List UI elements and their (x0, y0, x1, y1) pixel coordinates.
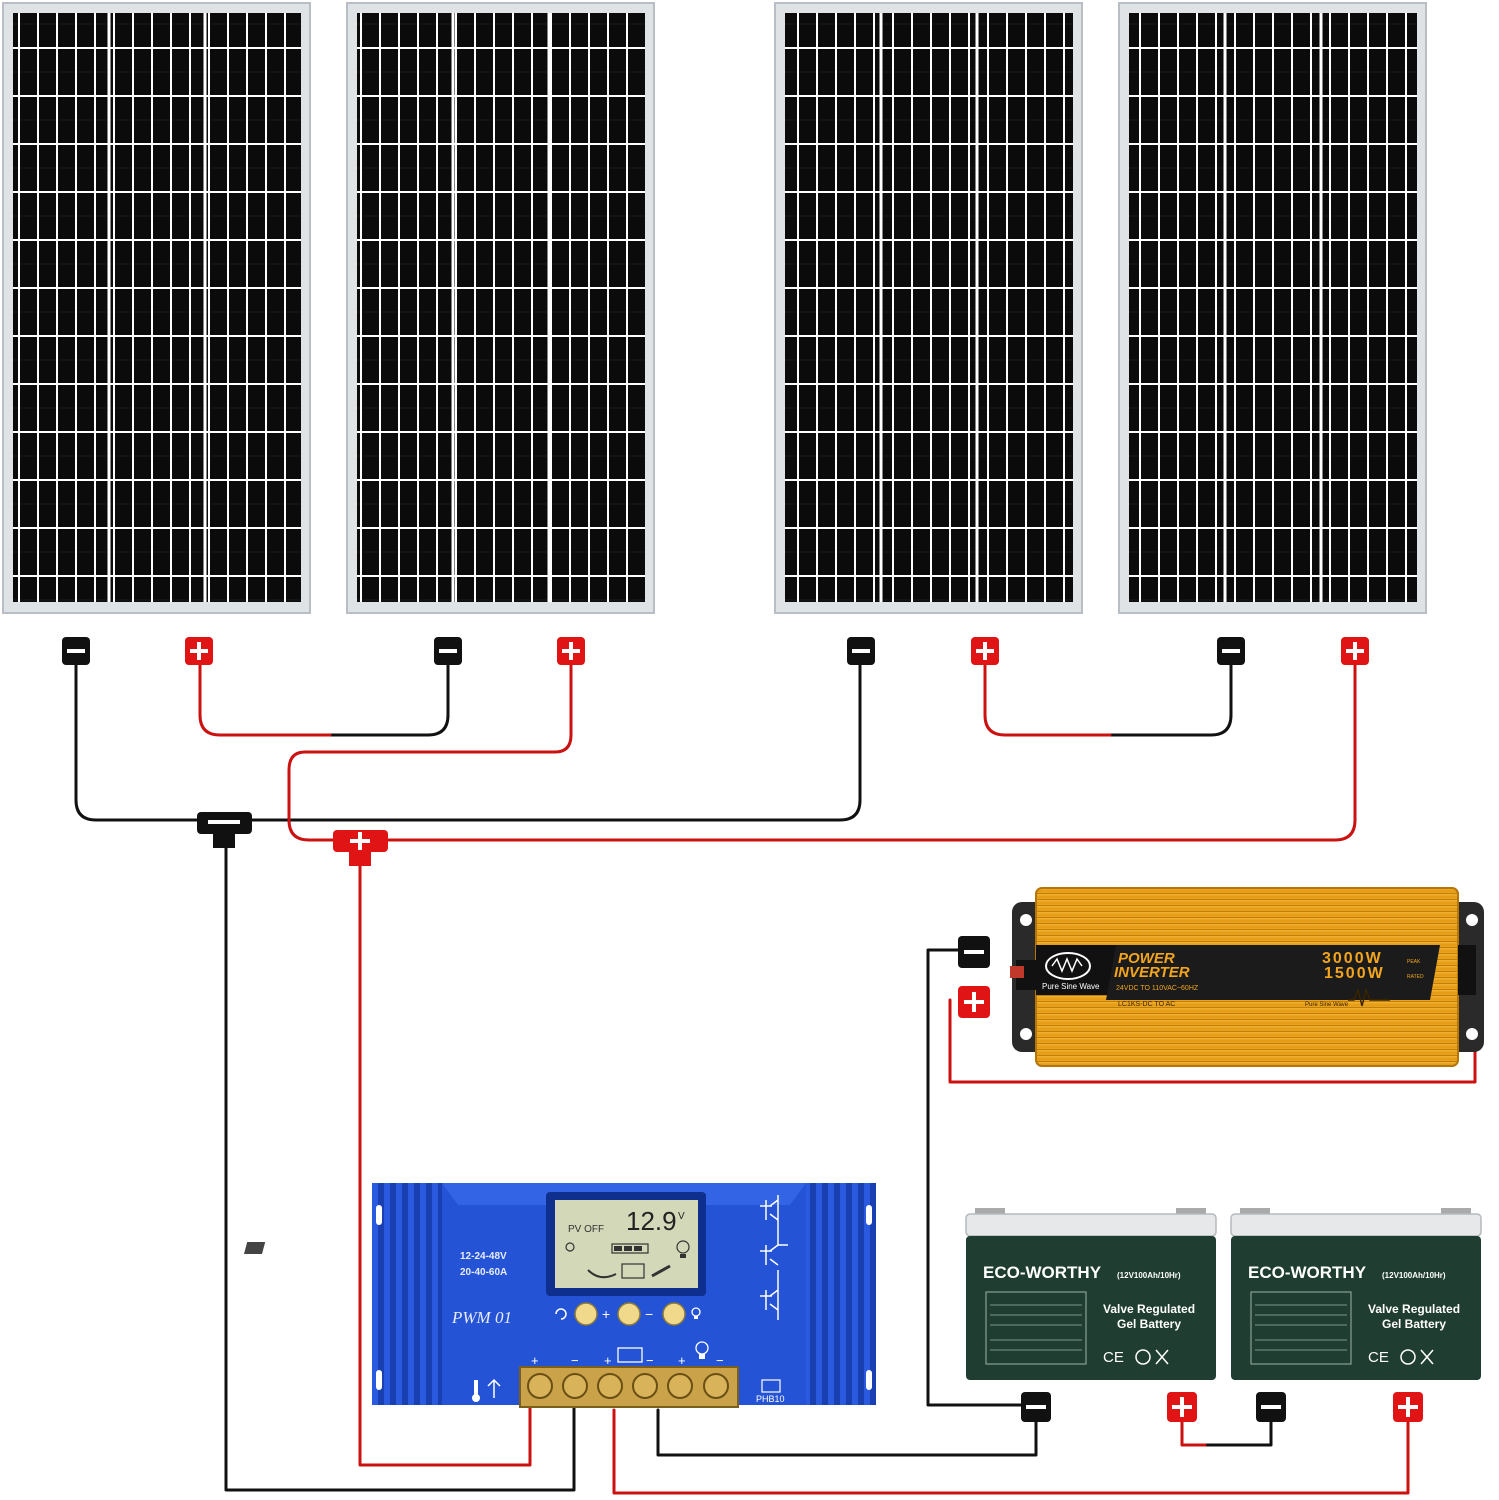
plus-icon (958, 986, 990, 1018)
no-disposal-icon (1155, 1349, 1169, 1365)
inverter-spec-line: 24VDC TO 110VAC~60HZ (1116, 985, 1199, 992)
charge-flow-icon (587, 1263, 671, 1279)
ce-mark-icon: CE (1103, 1349, 1124, 1366)
plus-icon: + (604, 1353, 612, 1368)
display-status: PV OFF (568, 1224, 604, 1235)
usb-icon (487, 1378, 501, 1398)
minus-icon (62, 637, 90, 665)
battery-spec: (12V100Ah/10Hr) (1117, 1271, 1181, 1280)
battery-brand: ECO-WORTHY (983, 1263, 1102, 1282)
minus-icon: − (571, 1353, 579, 1368)
controller-button-3[interactable] (662, 1302, 686, 1326)
minus-icon (1217, 637, 1245, 665)
display-unit: V (678, 1211, 685, 1222)
minus-icon: − (716, 1353, 724, 1368)
inverter-peak-unit: PEAK (1407, 959, 1421, 965)
controller-button-1[interactable] (574, 1302, 598, 1326)
plus-icon: + (531, 1353, 539, 1368)
current-range-label: 20-40-60A (460, 1267, 507, 1278)
no-disposal-icon (1420, 1349, 1434, 1365)
negative-wires (74, 658, 1273, 1492)
battery-level-icon (611, 1243, 649, 1254)
ce-mark-icon: CE (1368, 1349, 1389, 1366)
plus-icon (185, 637, 213, 665)
inverter-title-line2: INVERTER (1114, 964, 1190, 981)
positive-branch-connector (333, 830, 388, 866)
battery-brand: ECO-WORTHY (1248, 1263, 1367, 1282)
power-inverter: Pure Sine Wave POWER INVERTER 24VDC TO 1… (1010, 887, 1484, 1067)
sun-icon (565, 1242, 575, 1252)
recycle-icon (1135, 1349, 1151, 1365)
inverter-model-line: LC1KS-DC TO AC (1118, 1001, 1175, 1008)
minus-icon (434, 637, 462, 665)
solar-panel-icon (182, 1347, 204, 1361)
solar-panel-1 (2, 2, 311, 614)
svg-text:CE: CE (1103, 1349, 1124, 1366)
inverter-peak-power: 3000W (1322, 950, 1383, 967)
minus-icon (958, 936, 990, 968)
terminal-screws (527, 1373, 729, 1399)
minus-icon: − (645, 1306, 653, 1322)
lightbulb-icon (691, 1307, 701, 1319)
thermometer-icon (472, 1380, 480, 1402)
minus-icon (1256, 1392, 1286, 1422)
solar-panel-2 (346, 2, 655, 614)
svg-text:CE: CE (1368, 1349, 1389, 1366)
positive-wires (198, 658, 1477, 1495)
inverter-wave-small-label: Pure Sine Wave (1305, 1002, 1349, 1008)
plus-icon (1393, 1392, 1423, 1422)
controller-button-2[interactable] (617, 1302, 641, 1326)
plus-icon (1341, 637, 1369, 665)
plus-icon (971, 637, 999, 665)
solar-panel-icon (243, 1242, 266, 1254)
battery-type-line1: Valve Regulated (1103, 1302, 1195, 1316)
circuit-symbols (760, 1195, 788, 1320)
lightbulb-icon (695, 1341, 709, 1359)
solar-panel-4 (1118, 2, 1427, 614)
inverter-rated-power: 1500W (1324, 965, 1385, 982)
negative-branch-connector (197, 812, 252, 848)
plus-icon (557, 637, 585, 665)
solar-panel-3 (774, 2, 1083, 614)
battery-icon (617, 1347, 643, 1363)
inverter-title-line1: POWER (1118, 950, 1175, 967)
controller-model: PWM 01 (451, 1308, 512, 1327)
battery-type-line1: Valve Regulated (1368, 1302, 1460, 1316)
battery-type-line2: Gel Battery (1117, 1317, 1181, 1331)
plus-icon: + (602, 1306, 610, 1322)
battery-2: ECO-WORTHY (12V100Ah/10Hr) Valve Regulat… (1230, 1208, 1482, 1380)
minus-icon (847, 637, 875, 665)
voltage-range-label: 12-24-48V (460, 1251, 507, 1262)
charge-controller: PV OFF 12.9 V 12-24-48V 20-40-60A PWM 01… (182, 1183, 876, 1408)
controller-plate-label: PHB10 (756, 1394, 785, 1404)
battery-spec: (12V100Ah/10Hr) (1382, 1271, 1446, 1280)
battery-1: ECO-WORTHY (12V100Ah/10Hr) Valve Regulat… (965, 1208, 1217, 1380)
plus-icon: + (678, 1353, 686, 1368)
cycle-icon (555, 1308, 567, 1320)
recycle-icon (1400, 1349, 1416, 1365)
inverter-rated-unit: RATED (1407, 974, 1424, 980)
minus-icon (1021, 1392, 1051, 1422)
inverter-wave-label: Pure Sine Wave (1042, 982, 1100, 991)
lightbulb-icon (676, 1240, 690, 1258)
minus-icon: − (646, 1353, 654, 1368)
plate-icon (761, 1379, 781, 1393)
display-value: 12.9 (626, 1206, 677, 1236)
plus-icon (1167, 1392, 1197, 1422)
battery-type-line2: Gel Battery (1382, 1317, 1446, 1331)
